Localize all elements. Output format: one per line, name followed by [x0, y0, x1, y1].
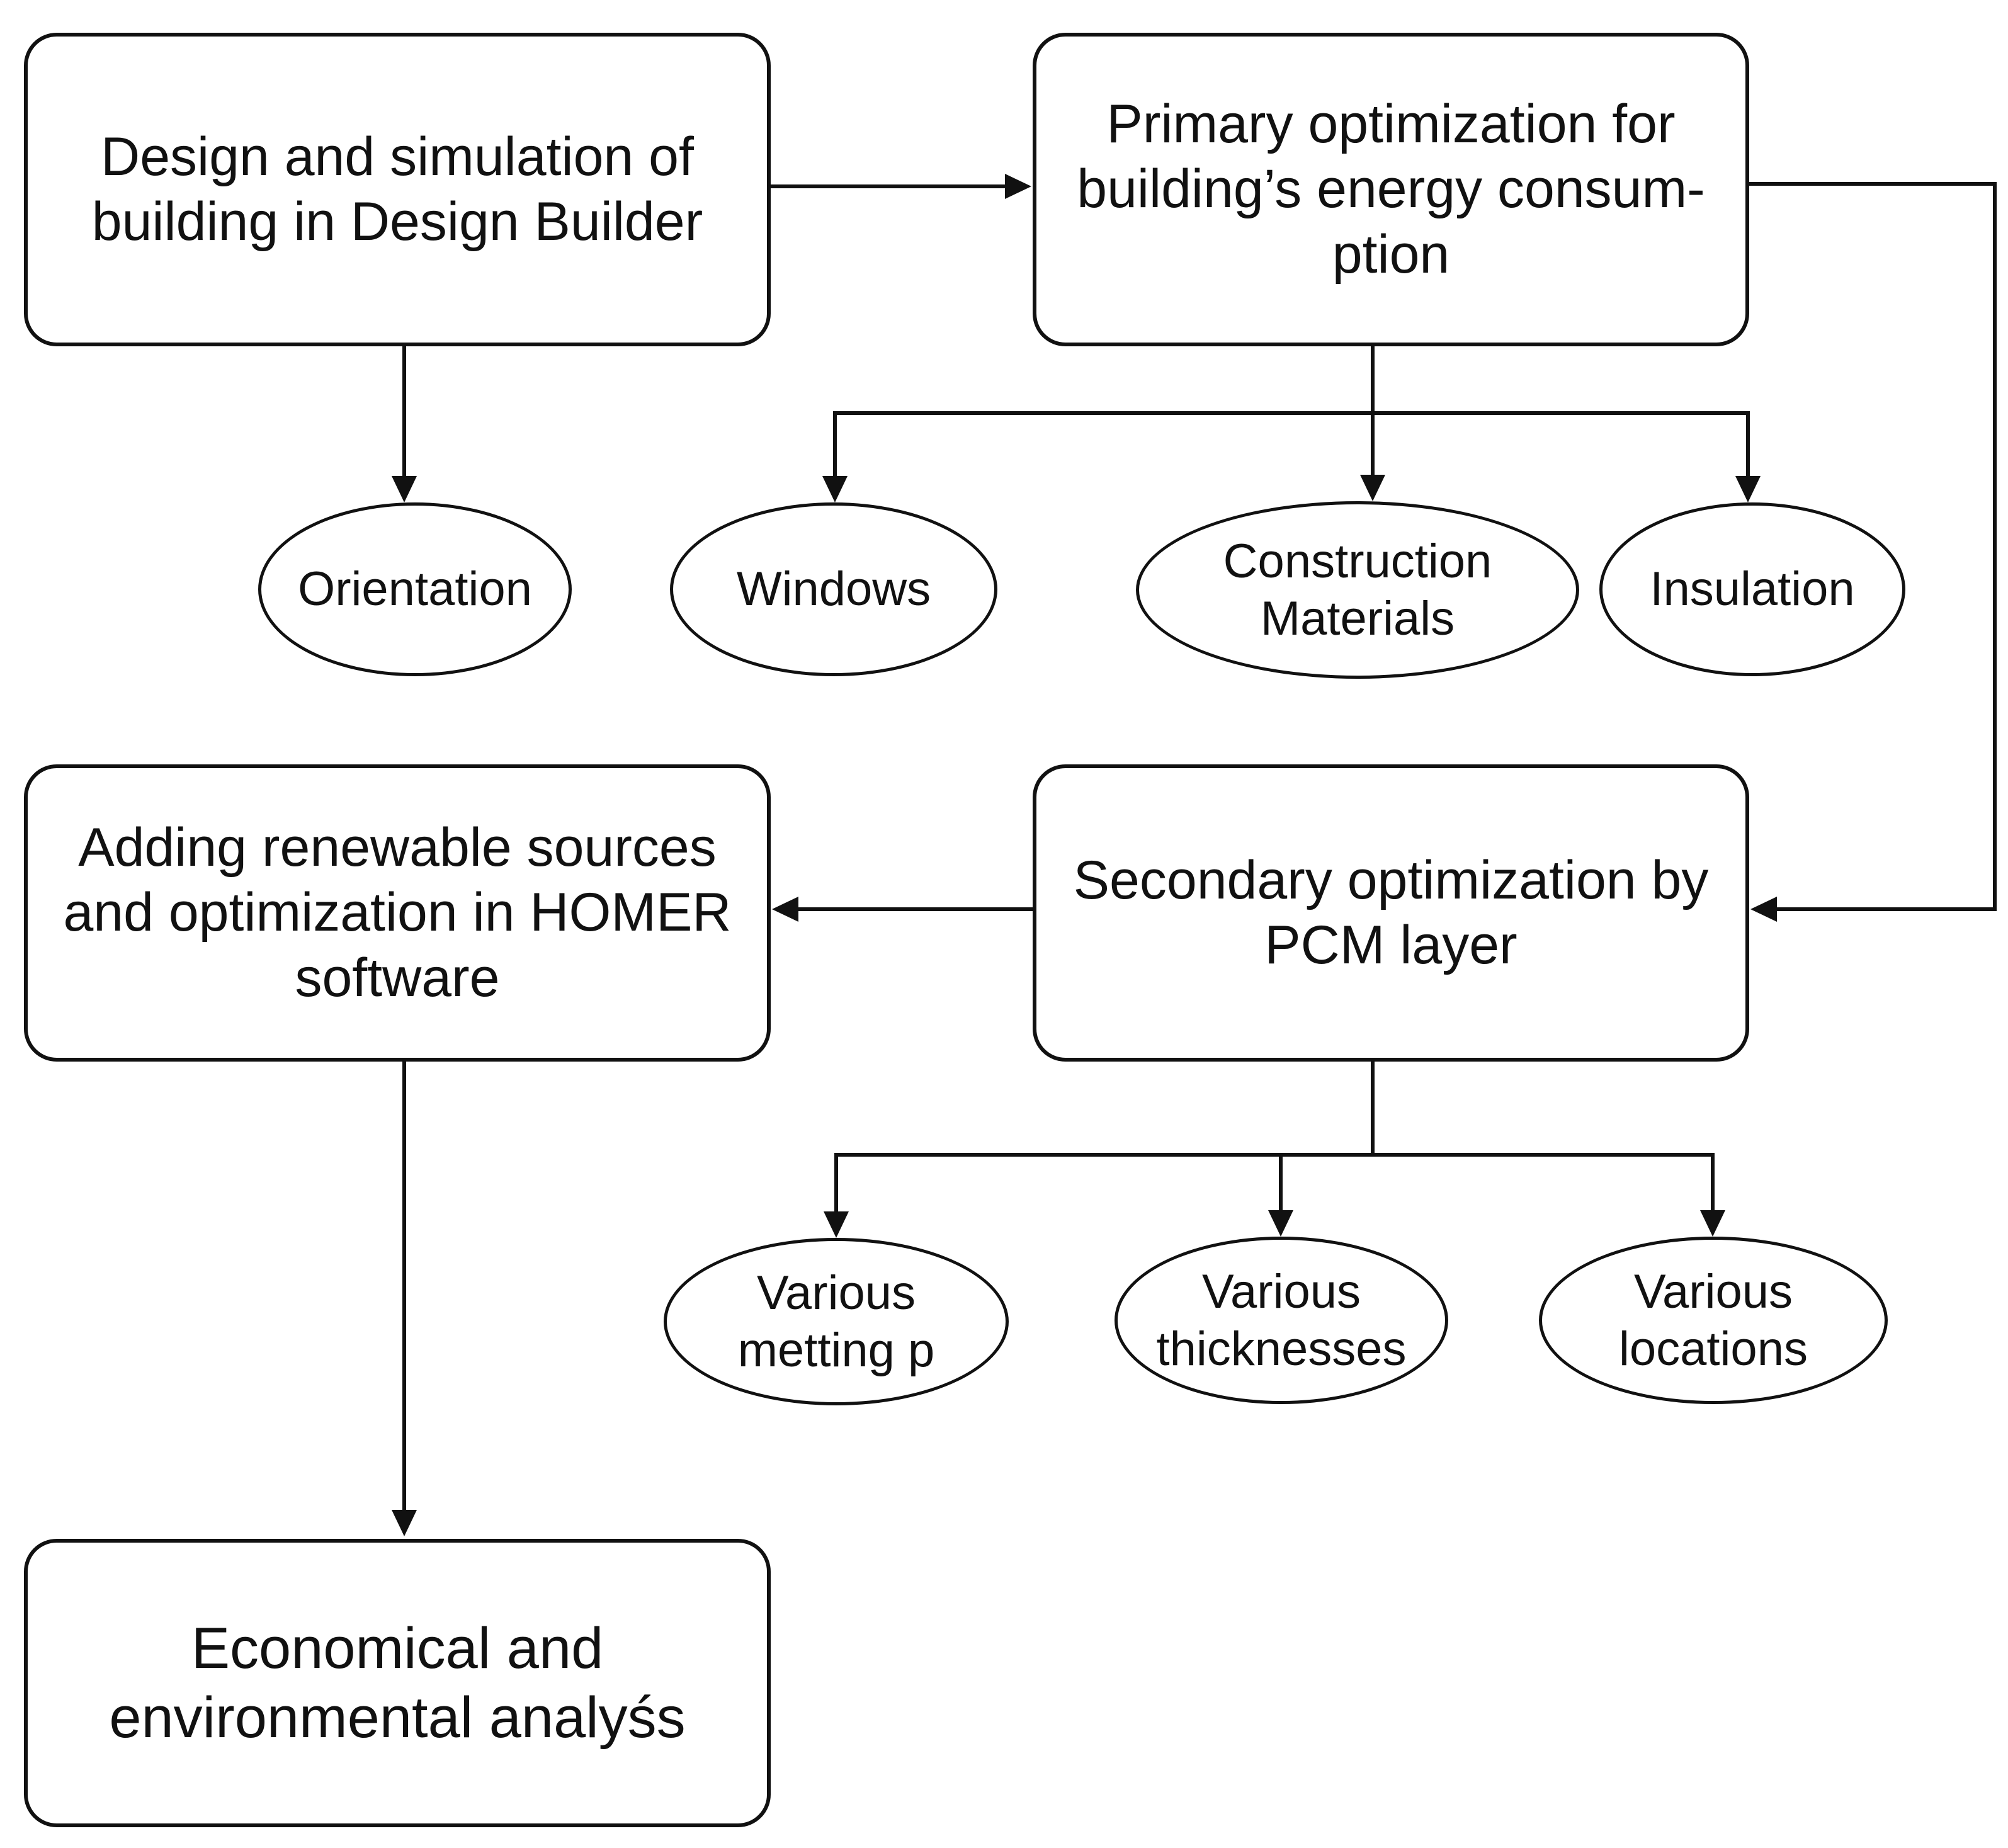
step-secondary-optimization-label: Secondary optimization by PCM layer	[1073, 849, 1709, 975]
arrowhead-renewable	[772, 897, 798, 922]
step-design-simulation-label: Design and simulation of building in Des…	[91, 126, 703, 252]
line-primary-branch	[833, 411, 1750, 479]
arrowhead-construction	[1360, 475, 1385, 501]
arrowhead-orientation	[392, 476, 417, 502]
pcm-factor-locations: Various locations	[1539, 1237, 1888, 1404]
step-secondary-optimization: Secondary optimization by PCM layer	[1033, 764, 1749, 1062]
factor-orientation-label: Orientation	[298, 562, 532, 616]
pcm-factor-thickness: Various thicknesses	[1115, 1237, 1448, 1404]
arrowhead-insulation	[1735, 476, 1761, 502]
factor-insulation: Insulation	[1599, 502, 1905, 676]
step-primary-optimization: Primary optimization for building’s ener…	[1033, 33, 1749, 346]
arrowhead-primary	[1005, 174, 1031, 199]
factor-windows: Windows	[670, 502, 997, 676]
arrowhead-locations	[1700, 1210, 1725, 1237]
factor-construction-materials-label: Construction Materials	[1223, 534, 1492, 645]
arrowhead-secondary	[1750, 897, 1777, 922]
arrowhead-economical	[392, 1510, 417, 1536]
factor-construction-materials: Construction Materials	[1136, 501, 1579, 679]
arrow-primary-to-secondary	[1749, 182, 1997, 911]
step-design-simulation: Design and simulation of building in Des…	[24, 33, 771, 346]
step-economical-analysis: Economical and environmental analyśs	[24, 1539, 771, 1827]
arrowhead-thickness	[1268, 1210, 1293, 1237]
factor-orientation: Orientation	[258, 502, 572, 676]
arrowhead-melting	[824, 1211, 849, 1238]
pcm-factor-thickness-label: Various thicknesses	[1156, 1264, 1407, 1376]
factor-windows-label: Windows	[736, 562, 931, 616]
step-renewable-homer-label: Adding renewable sources and optimizatio…	[63, 817, 732, 1008]
factor-insulation-label: Insulation	[1650, 562, 1855, 616]
step-economical-analysis-label: Economical and environmental analyśs	[109, 1616, 686, 1750]
pcm-factor-locations-label: Various locations	[1619, 1264, 1808, 1376]
step-primary-optimization-label: Primary optimization for building’s ener…	[1077, 94, 1705, 285]
arrowhead-windows	[822, 476, 848, 502]
pcm-factor-melting-point-label: Various metting p	[737, 1266, 935, 1377]
line-secondary-branch	[834, 1153, 1715, 1214]
pcm-factor-melting-point: Various metting p	[664, 1238, 1009, 1405]
step-renewable-homer: Adding renewable sources and optimizatio…	[24, 764, 771, 1062]
